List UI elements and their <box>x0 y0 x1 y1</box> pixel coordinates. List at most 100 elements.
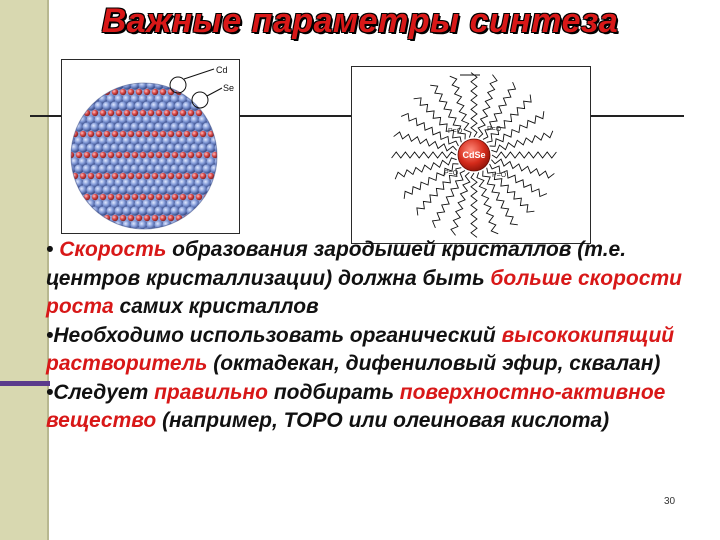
cd-atom <box>186 136 196 146</box>
cd-atom <box>102 101 112 111</box>
se-atom <box>183 214 191 222</box>
bullet-3-marker: • <box>46 380 54 404</box>
cd-atom <box>122 122 132 132</box>
se-atom <box>151 172 159 180</box>
cdse-core <box>457 138 491 172</box>
cd-atom <box>134 185 144 195</box>
se-atom <box>127 130 135 138</box>
cd-atom <box>122 94 132 104</box>
cd-atom <box>190 143 200 153</box>
se-marker-circle <box>191 91 209 109</box>
se-atom <box>83 193 91 201</box>
ligand-chain <box>491 130 554 153</box>
cdse-ligand-figure: P=O P=O P=O P=O CdSe <box>351 66 591 244</box>
cd-atom <box>166 199 176 209</box>
bullet-2-part-3: (октадекан, дифениловый эфир, сквалан) <box>207 352 661 375</box>
se-atom <box>147 193 155 201</box>
cd-atom <box>130 206 140 216</box>
cd-atom <box>130 164 140 174</box>
se-atom <box>151 88 159 96</box>
se-atom <box>111 88 119 96</box>
cd-atom <box>102 143 112 153</box>
se-atom <box>167 172 175 180</box>
cd-atom <box>102 185 112 195</box>
cd-atom <box>118 199 128 209</box>
cd-atom <box>162 206 172 216</box>
cd-atom <box>186 164 196 174</box>
cd-atom <box>154 83 164 90</box>
cd-atom <box>146 122 156 132</box>
se-atom <box>187 193 195 201</box>
cd-atom <box>138 83 148 90</box>
cd-atom <box>114 164 124 174</box>
ligand-chain <box>470 172 478 238</box>
cd-atom <box>206 143 216 153</box>
cd-atom <box>110 101 120 111</box>
se-atom <box>95 172 103 180</box>
se-atom <box>123 109 131 117</box>
divider-line-left <box>30 115 61 117</box>
cd-atom <box>158 157 168 167</box>
cd-atom <box>178 122 188 132</box>
cd-atom <box>114 122 124 132</box>
cd-atom <box>146 94 156 104</box>
se-atom <box>207 130 215 138</box>
cd-atom <box>82 164 92 174</box>
cd-atom <box>122 220 132 229</box>
cd-atom <box>134 199 144 209</box>
se-atom <box>135 130 143 138</box>
cd-atom <box>194 164 204 174</box>
cd-atom <box>86 143 96 153</box>
bullet-1-part-4: самих кристаллов <box>113 295 319 318</box>
se-atom <box>167 130 175 138</box>
cd-atom <box>182 143 192 153</box>
se-atom <box>163 151 171 159</box>
se-atom <box>115 193 123 201</box>
cd-atom <box>190 157 200 167</box>
cd-atom <box>206 157 216 167</box>
cd-atom <box>138 178 148 188</box>
bullet-2-marker: • <box>46 323 54 347</box>
se-atom <box>95 130 103 138</box>
cd-atom <box>130 136 140 146</box>
ligand-label-4: P=O <box>492 172 507 179</box>
se-atom <box>143 130 151 138</box>
se-atom <box>127 214 135 222</box>
cd-atom <box>106 206 116 216</box>
cd-atom <box>178 94 188 104</box>
cd-atom <box>154 136 164 146</box>
cdse-core-label: CdSe <box>462 150 485 160</box>
se-atom <box>147 151 155 159</box>
cd-atom <box>106 122 116 132</box>
se-atom <box>167 214 175 222</box>
bullet-3-part-5: (например, TOPO или олеиновая кислота) <box>156 409 610 432</box>
cd-atom <box>98 136 108 146</box>
cd-atom <box>174 143 184 153</box>
cd-atom <box>90 206 100 216</box>
se-atom <box>175 130 183 138</box>
cd-atom <box>210 136 217 146</box>
cd-atom <box>78 143 88 153</box>
se-atom <box>99 193 107 201</box>
slide-title: Важные параметры синтеза <box>101 2 619 40</box>
cd-atom <box>162 164 172 174</box>
cd-atom <box>142 143 152 153</box>
se-atom <box>119 130 127 138</box>
cd-atom <box>71 157 80 167</box>
cd-atom <box>170 164 180 174</box>
se-atom <box>123 193 131 201</box>
ligand-chain <box>489 111 545 147</box>
se-atom <box>135 214 143 222</box>
cd-atom <box>138 206 148 216</box>
cd-atom <box>170 122 180 132</box>
cd-atom <box>174 101 184 111</box>
cd-atom <box>182 185 192 195</box>
se-atom <box>191 172 199 180</box>
cd-atom <box>118 157 128 167</box>
se-atom <box>159 172 167 180</box>
se-atom <box>139 151 147 159</box>
cd-atom <box>98 122 108 132</box>
se-atom <box>171 109 179 117</box>
se-atom <box>151 130 159 138</box>
cd-atom <box>150 185 160 195</box>
